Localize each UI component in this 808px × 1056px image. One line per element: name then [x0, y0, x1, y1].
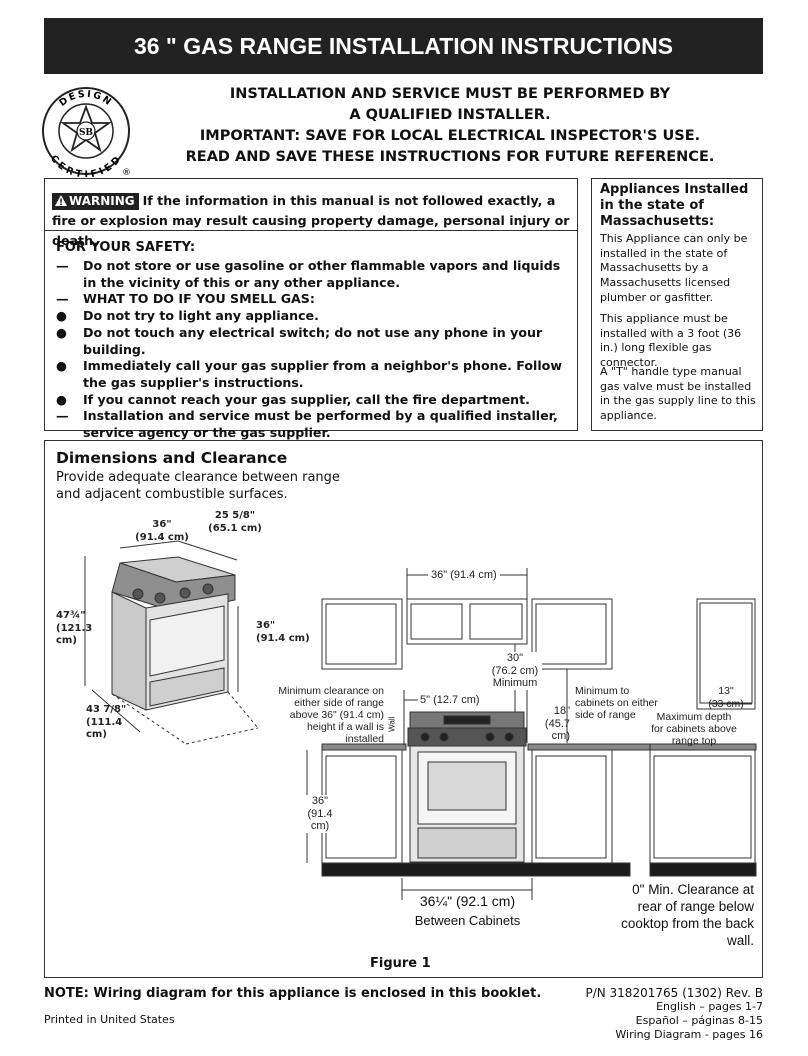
dimensions-title: Dimensions and Clearance: [56, 449, 288, 467]
cabinet-clearance-label: Minimum to cabinets on either side of ra…: [575, 685, 658, 721]
svg-text:CERTIFIED: CERTIFIED: [48, 153, 124, 177]
seal-center: SB: [79, 128, 93, 138]
part-number: P/N 318201765 (1302) Rev. B: [585, 986, 763, 1000]
range-width-label: 36"(91.4 cm): [135, 519, 189, 543]
between-cabinets-dimension: 36¼" (92.1 cm): [419, 893, 516, 909]
range-height-label: 36"(91.4 cm): [256, 620, 310, 644]
safety-item: ●If you cannot reach your gas supplier, …: [56, 391, 530, 407]
figure-label: Figure 1: [370, 956, 431, 971]
warning-message: If the information in this manual is not…: [52, 193, 570, 248]
clearance-diagram: [84, 540, 757, 900]
registered-mark: ®: [122, 168, 131, 177]
eighteen-inch-label: 18"(45.7 cm): [544, 705, 570, 742]
base-cabinets: [321, 749, 756, 864]
language-pages: English – pages 1-7 Español – páginas 8-…: [560, 1000, 763, 1042]
header-line: READ AND SAVE THESE INSTRUCTIONS FOR FUT…: [185, 149, 715, 165]
massachusetts-paragraph: This Appliance can only be installed in …: [600, 232, 748, 304]
safety-box: [44, 231, 578, 431]
above-clearance-label: 30"(76.2 cm)Minimum: [488, 652, 542, 690]
pages-line: English – pages 1-7: [656, 1000, 763, 1013]
seal-bottom-text: CERTIFIED: [48, 153, 122, 177]
dimensions-subtitle: Provide adequate clearance between range…: [56, 470, 340, 502]
range-depth-label: 25 5/8"(65.1 cm): [208, 510, 262, 534]
pages-line: Wiring Diagram - pages 16: [615, 1028, 763, 1041]
top-width-label: 36" (91.4 cm): [428, 569, 500, 582]
massachusetts-paragraph: This appliance must be installed with a …: [600, 312, 742, 370]
warning-triangle-icon: !: [55, 195, 67, 208]
safety-title: FOR YOUR SAFETY:: [56, 240, 196, 255]
dimensions-box: [44, 440, 763, 978]
wiring-note: NOTE: Wiring diagram for this appliance …: [44, 986, 542, 1001]
thirteen-inch-label: 13"(33 cm): [708, 685, 744, 710]
wall-cabinets: [321, 598, 756, 710]
massachusetts-title: Appliances Installed in the state of Mas…: [600, 182, 749, 229]
range-front-illustration: [407, 711, 527, 863]
safety-item: —WHAT TO DO IF YOU SMELL GAS:: [56, 291, 315, 307]
header-line: A QUALIFIED INSTALLER.: [349, 107, 551, 123]
page-title: 36 " GAS RANGE INSTALLATION INSTRUCTIONS: [44, 18, 763, 74]
safety-item: —Installation and service must be perfor…: [56, 408, 558, 441]
five-inch-label: 5" (12.7 cm): [420, 694, 480, 706]
safety-list: —Do not store or use gasoline or other f…: [56, 258, 572, 442]
max-depth-label: Maximum depth for cabinets above range t…: [651, 711, 737, 747]
base-height-label: 36"(91.4 cm): [300, 795, 340, 833]
safety-item: ●Do not touch any electrical switch; do …: [56, 324, 543, 357]
header-line: IMPORTANT: SAVE FOR LOCAL ELECTRICAL INS…: [199, 128, 701, 144]
range-door-depth-label: 43 7/8"(111.4 cm): [86, 704, 127, 740]
header-instructions: INSTALLATION AND SERVICE MUST BE PERFORM…: [140, 84, 760, 168]
wall-label: Wall: [387, 716, 397, 732]
pages-line: Español – páginas 8-15: [635, 1014, 763, 1027]
side-clearance-label: Minimum clearance on either side of rang…: [278, 685, 384, 745]
printed-in: Printed in United States: [44, 1013, 175, 1026]
safety-item: ●Immediately call your gas supplier from…: [56, 358, 562, 390]
warning-box: [44, 178, 578, 231]
warning-badge: !WARNING: [52, 193, 139, 210]
between-cabinets-label: Between Cabinets: [414, 913, 521, 928]
header-line: INSTALLATION AND SERVICE MUST BE PERFORM…: [229, 86, 671, 102]
massachusetts-box: [591, 178, 763, 431]
safety-item: —Do not store or use gasoline or other f…: [56, 258, 561, 290]
rear-clearance-note: 0" Min. Clearance at rear of range below…: [621, 882, 754, 948]
design-certified-seal: SB DESIGN CERTIFIED ®: [42, 87, 131, 177]
range-isometric-illustration: [84, 540, 259, 745]
range-back-height-label: 47¾"(121.3 cm): [56, 610, 93, 646]
massachusetts-paragraph: A "T" handle type manual gas valve must …: [600, 365, 756, 423]
safety-item: ●Do not try to light any appliance.: [56, 308, 319, 324]
